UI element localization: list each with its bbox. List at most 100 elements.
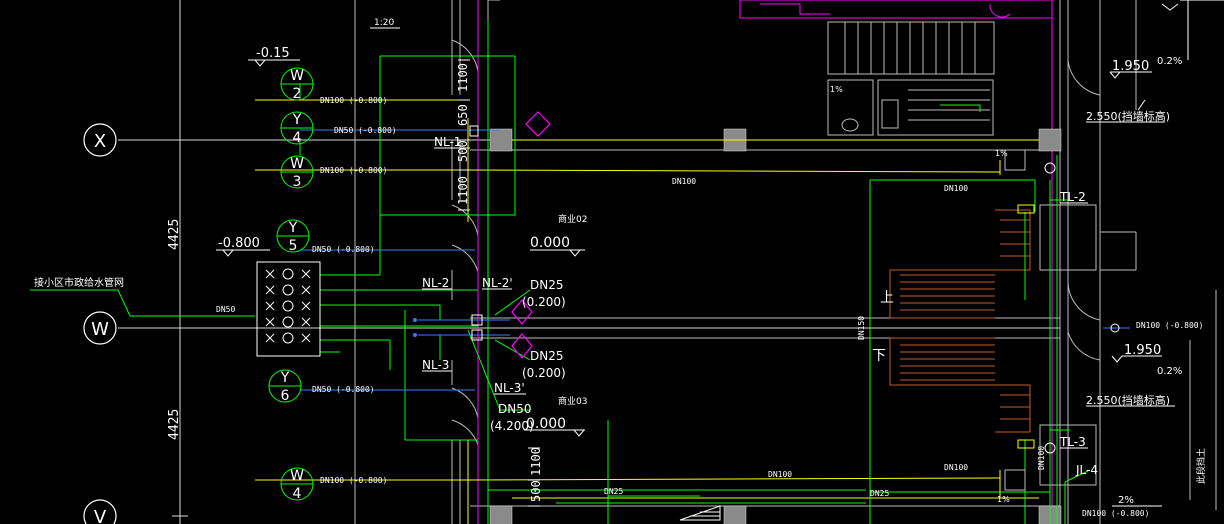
label-dn50-y6: DN50 (-0.800): [312, 385, 375, 394]
svg-text:Y: Y: [288, 220, 298, 236]
elevation-right-2550-b: 2.550(挡墙标高): [1086, 393, 1175, 407]
label-dn100-bottom-right: DN100: [944, 463, 968, 472]
svg-text:-0.800: -0.800: [218, 236, 260, 251]
label-dn100-w4: DN100 (-0.800): [320, 476, 387, 485]
svg-text:Y: Y: [292, 112, 302, 128]
svg-text:-0.15: -0.15: [256, 46, 290, 61]
stair-down-label: 下: [872, 348, 886, 364]
size-dn25-b: DN25: [530, 349, 564, 363]
blue-pipes: [300, 129, 1130, 391]
label-dn50-y5: DN50 (-0.800): [312, 245, 375, 254]
stair-up-label: 上: [880, 290, 894, 306]
riser-nl3: NL-3: [422, 358, 449, 372]
axis-bubble-w: W: [83, 311, 117, 345]
riser-leader-lines: [422, 147, 1088, 449]
svg-text:4: 4: [293, 130, 302, 146]
scale-note: 1:20: [370, 18, 400, 29]
slope-small-a: 1%: [995, 149, 1008, 158]
label-dn100-w3: DN100 (-0.800): [320, 166, 387, 175]
riser-nl2: NL-2: [422, 276, 449, 290]
top-right-marks: [1161, 0, 1224, 60]
svg-text:W: W: [91, 319, 109, 340]
building-walls: [354, 0, 1217, 524]
bottom-ramp-symbol: [679, 505, 721, 521]
dim-ticks: [458, 59, 540, 507]
axis-bubble-v: V: [83, 499, 117, 524]
tag-w4: W 4: [280, 467, 314, 502]
svg-text:2.550(挡墙标高): 2.550(挡墙标高): [1086, 393, 1170, 407]
size-dn25-a: DN25: [530, 278, 564, 292]
svg-text:3: 3: [293, 174, 302, 190]
elevation-right-1950-b: 1.950: [1111, 343, 1162, 363]
yellow-drain-pipes: [255, 99, 1039, 524]
svg-text:5: 5: [289, 238, 298, 254]
dimension-4425-upper: 4425: [167, 219, 182, 250]
structural-columns: [489, 128, 1062, 524]
svg-text:4: 4: [293, 486, 302, 502]
slope-small-c: 1%: [997, 495, 1010, 504]
label-dn100-w2: DN100 (-0.800): [320, 96, 387, 105]
cleanout-diamonds: [511, 111, 551, 359]
dim-500: 500: [456, 140, 470, 162]
tag-w2: W 2: [280, 67, 314, 102]
label-dn100-right-edge: DN100 (-0.800): [1136, 321, 1203, 330]
label-dn50-y4: DN50 (-0.800): [334, 126, 397, 135]
elevation-right-1950-a: 1.950: [1109, 59, 1152, 79]
elevation-floor-a: 0.000: [530, 235, 585, 257]
supply-note: 接小区市政给水管网: [34, 276, 124, 289]
edge-note: 此段挡土: [1195, 448, 1207, 484]
slope-small-b: 1%: [830, 85, 843, 94]
dim-1100-mid: 1100: [456, 176, 470, 205]
riser-nl1: NL-1: [434, 135, 461, 149]
size-dn50: DN50: [498, 402, 532, 416]
elevation-right-2550-a: 2.550(挡墙标高): [1086, 99, 1170, 123]
stair-walls-grey: [1039, 204, 1097, 486]
riser-tl2: TL-2: [1059, 190, 1086, 204]
dimension-line-left: [172, 0, 188, 524]
slope-a: 0.2%: [1157, 56, 1182, 67]
dim-1100-bottom: 1100: [529, 447, 543, 476]
svg-text:V: V: [94, 507, 107, 524]
svg-text:2.550(挡墙标高): 2.550(挡墙标高): [1086, 109, 1170, 123]
riser-jl4: JL-4: [1075, 463, 1098, 477]
elevation-top-left: -0.15: [248, 46, 300, 67]
riser-marks: [413, 125, 1120, 491]
label-dn25-bottom-left: DN25: [604, 487, 623, 496]
dimension-4425-lower: 4425: [167, 409, 182, 440]
label-dn50-main: DN50: [216, 305, 235, 314]
size-dn25-b-elev: (0.200): [522, 366, 566, 380]
svg-text:1.950: 1.950: [1124, 343, 1161, 358]
slope-b: 0.2%: [1157, 366, 1182, 377]
svg-text:0.000: 0.000: [530, 235, 570, 251]
svg-text:0.000: 0.000: [526, 416, 566, 432]
svg-text:W: W: [290, 156, 304, 172]
elevation-mid-left: -0.800: [216, 236, 270, 257]
upper-stair: [827, 21, 995, 136]
elevation-floor-b: 0.000: [524, 416, 585, 437]
green-pipes: [30, 20, 1091, 524]
valve-station: [256, 261, 321, 357]
label-dn100-bottom-run: DN100: [768, 470, 792, 479]
dim-1100-top: 1100: [456, 63, 470, 92]
svg-text:W: W: [290, 468, 304, 484]
tag-y6: Y 6: [268, 369, 302, 404]
magenta-boundary: [477, 0, 1053, 524]
svg-text:1:20: 1:20: [374, 18, 394, 28]
slope-c-mark: 2%: [1112, 495, 1162, 507]
tag-y5: Y 5: [276, 219, 310, 254]
svg-text:W: W: [290, 68, 304, 84]
size-dn25-a-elev: (0.200): [522, 295, 566, 309]
svg-text:2%: 2%: [1118, 495, 1134, 506]
riser-tl3: TL-3: [1059, 435, 1086, 449]
tag-w3: W 3: [280, 155, 314, 190]
label-dn25-bottom-right: DN25: [870, 489, 889, 498]
label-dn100-bottom-edge: DN100 (-0.800): [1082, 509, 1149, 518]
riser-nl2p: NL-2': [482, 276, 513, 290]
axis-grid-lines: [118, 139, 1060, 329]
dim-500-bottom: 500: [529, 480, 543, 502]
svg-text:Y: Y: [280, 370, 290, 386]
room-shop03: 商业03: [558, 395, 587, 407]
riser-nl3p: NL-3': [494, 381, 525, 395]
